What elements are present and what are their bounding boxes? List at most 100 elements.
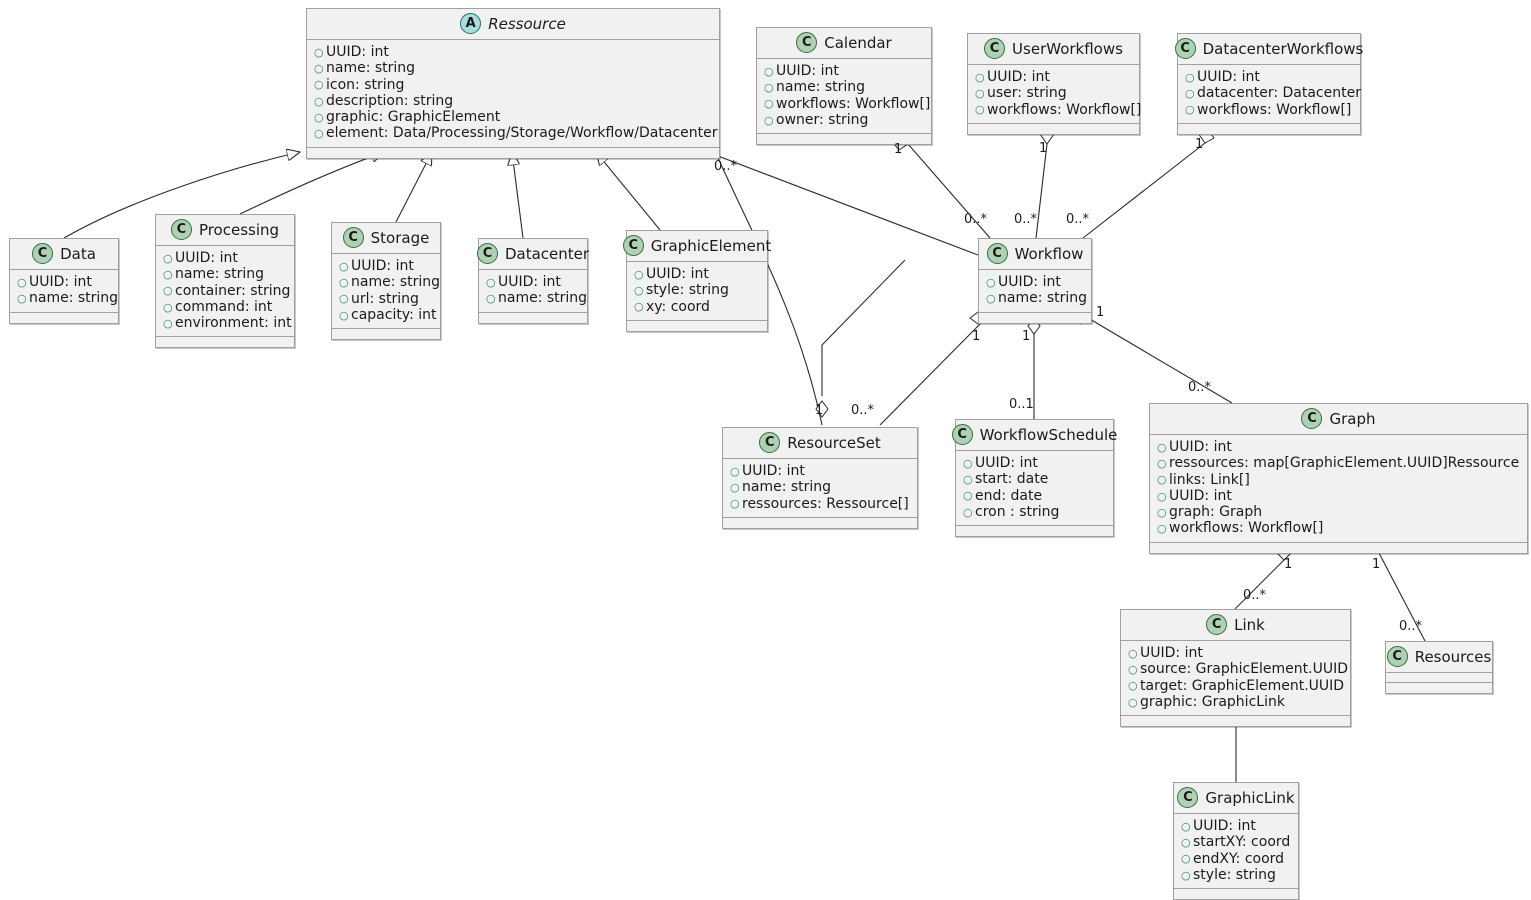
attribute-text: UUID: int — [1193, 818, 1256, 834]
attribute-row: ○workflows: Workflow[] — [1185, 102, 1354, 118]
attribute-row: ○UUID: int — [634, 266, 761, 282]
visibility-public-icon: ○ — [1181, 819, 1191, 833]
visibility-public-icon: ○ — [764, 97, 774, 111]
class-box-graph[interactable]: C Graph ○UUID: int○ressources: map[Graphic… — [1149, 403, 1528, 554]
attribute-row: ○end: date — [963, 488, 1107, 504]
multiplicity-label: 1 — [1372, 557, 1381, 572]
visibility-public-icon: ○ — [730, 480, 740, 494]
attribute-row: ○workflows: Workflow[] — [1157, 520, 1521, 536]
visibility-public-icon: ○ — [314, 127, 324, 141]
attribute-text: endXY: coord — [1193, 850, 1285, 867]
visibility-public-icon: ○ — [975, 70, 985, 84]
class-name-userworkflows: UserWorkflows — [1012, 39, 1123, 58]
multiplicity-label: 0..* — [964, 212, 988, 227]
attribute-text: url: string — [351, 290, 419, 307]
attribute-row: ○name: string — [730, 479, 911, 495]
multiplicity-label: 1 — [1284, 557, 1293, 572]
visibility-public-icon: ○ — [1157, 440, 1167, 454]
visibility-public-icon: ○ — [163, 267, 173, 281]
attribute-row: ○cron : string — [963, 504, 1107, 520]
methods-compartment-workflow — [979, 312, 1091, 323]
attribute-text: workflows: Workflow[] — [1169, 520, 1324, 537]
attribute-text: owner: string — [776, 111, 869, 128]
class-icon: C — [1301, 408, 1323, 429]
attribute-text: UUID: int — [975, 455, 1038, 471]
attribute-text: UUID: int — [1197, 69, 1260, 85]
attribute-text: UUID: int — [498, 274, 561, 290]
class-name-graph: Graph — [1329, 409, 1376, 428]
attribute-row: ○start: date — [963, 471, 1107, 487]
class-icon: C — [622, 235, 644, 256]
methods-compartment-ressource — [307, 147, 719, 158]
attribute-row: ○name: string — [314, 60, 713, 76]
methods-compartment-graph — [1150, 542, 1527, 553]
methods-compartment-userworkflows — [968, 123, 1139, 134]
attribute-text: icon: string — [326, 76, 405, 93]
visibility-public-icon: ○ — [963, 456, 973, 470]
attribute-row: ○name: string — [986, 290, 1088, 307]
attribute-row: ○icon: string — [314, 77, 713, 93]
multiplicity-label: 1 — [1039, 141, 1048, 156]
attribute-text: name: string — [998, 290, 1088, 307]
class-name-workflowschedule: WorkflowSchedule — [979, 425, 1118, 444]
attribute-text: name: string — [326, 60, 416, 77]
class-icon: C — [986, 243, 1008, 264]
attribute-text: workflows: Workflow[] — [987, 101, 1142, 118]
visibility-public-icon: ○ — [163, 316, 173, 330]
attribute-text: name: string — [29, 290, 119, 307]
attributes-compartment-storage: ○UUID: int○name: string○url: string○capa… — [332, 254, 440, 330]
attribute-text: UUID: int — [987, 69, 1050, 85]
edge-userworkflows-workflow — [1035, 143, 1048, 239]
attributes-compartment-processing: ○UUID: int○name: string○container: strin… — [156, 246, 294, 338]
attribute-text: target: GraphicElement.UUID — [1140, 677, 1345, 694]
class-box-resources[interactable]: C Resources — [1385, 641, 1493, 694]
class-name-resources: Resources — [1414, 647, 1492, 666]
visibility-public-icon: ○ — [1157, 489, 1167, 503]
visibility-public-icon: ○ — [339, 275, 349, 289]
attribute-text: element: Data/Processing/Storage/Workflo… — [326, 125, 718, 142]
class-name-datacenter: Datacenter — [504, 244, 590, 263]
attribute-row: ○UUID: int — [1128, 645, 1344, 661]
attribute-text: UUID: int — [1169, 487, 1232, 504]
visibility-public-icon: ○ — [975, 103, 985, 117]
visibility-public-icon: ○ — [1185, 86, 1195, 100]
visibility-public-icon: ○ — [764, 80, 774, 94]
class-name-link: Link — [1234, 615, 1265, 634]
attribute-row: ○description: string — [314, 93, 713, 109]
visibility-public-icon: ○ — [764, 64, 774, 78]
attribute-row: ○endXY: coord — [1181, 851, 1292, 867]
attribute-row: ○UUID: int — [1157, 488, 1521, 504]
attribute-row: ○owner: string — [764, 112, 925, 128]
attributes-compartment-graph: ○UUID: int○ressources: map[GraphicElemen… — [1150, 435, 1527, 543]
visibility-public-icon: ○ — [1181, 868, 1191, 882]
attributes-compartment-link: ○UUID: int○source: GraphicElement.UUID○t… — [1121, 641, 1350, 717]
attribute-row: ○UUID: int — [1185, 69, 1354, 85]
multiplicity-label: 1 — [1022, 329, 1031, 344]
attribute-text: command: int — [175, 298, 273, 315]
attribute-text: environment: int — [175, 315, 292, 332]
attribute-text: name: string — [175, 266, 265, 283]
attribute-row: ○workflows: Workflow[] — [975, 102, 1141, 118]
multiplicity-label: 0..* — [1399, 619, 1423, 634]
methods-compartment-graphicelement — [627, 320, 767, 331]
attribute-row: ○style: string — [1181, 867, 1292, 883]
attributes-compartment-workflowschedule: ○UUID: int○start: date○end: date○cron : … — [956, 451, 1113, 527]
class-icon: C — [1386, 646, 1408, 667]
